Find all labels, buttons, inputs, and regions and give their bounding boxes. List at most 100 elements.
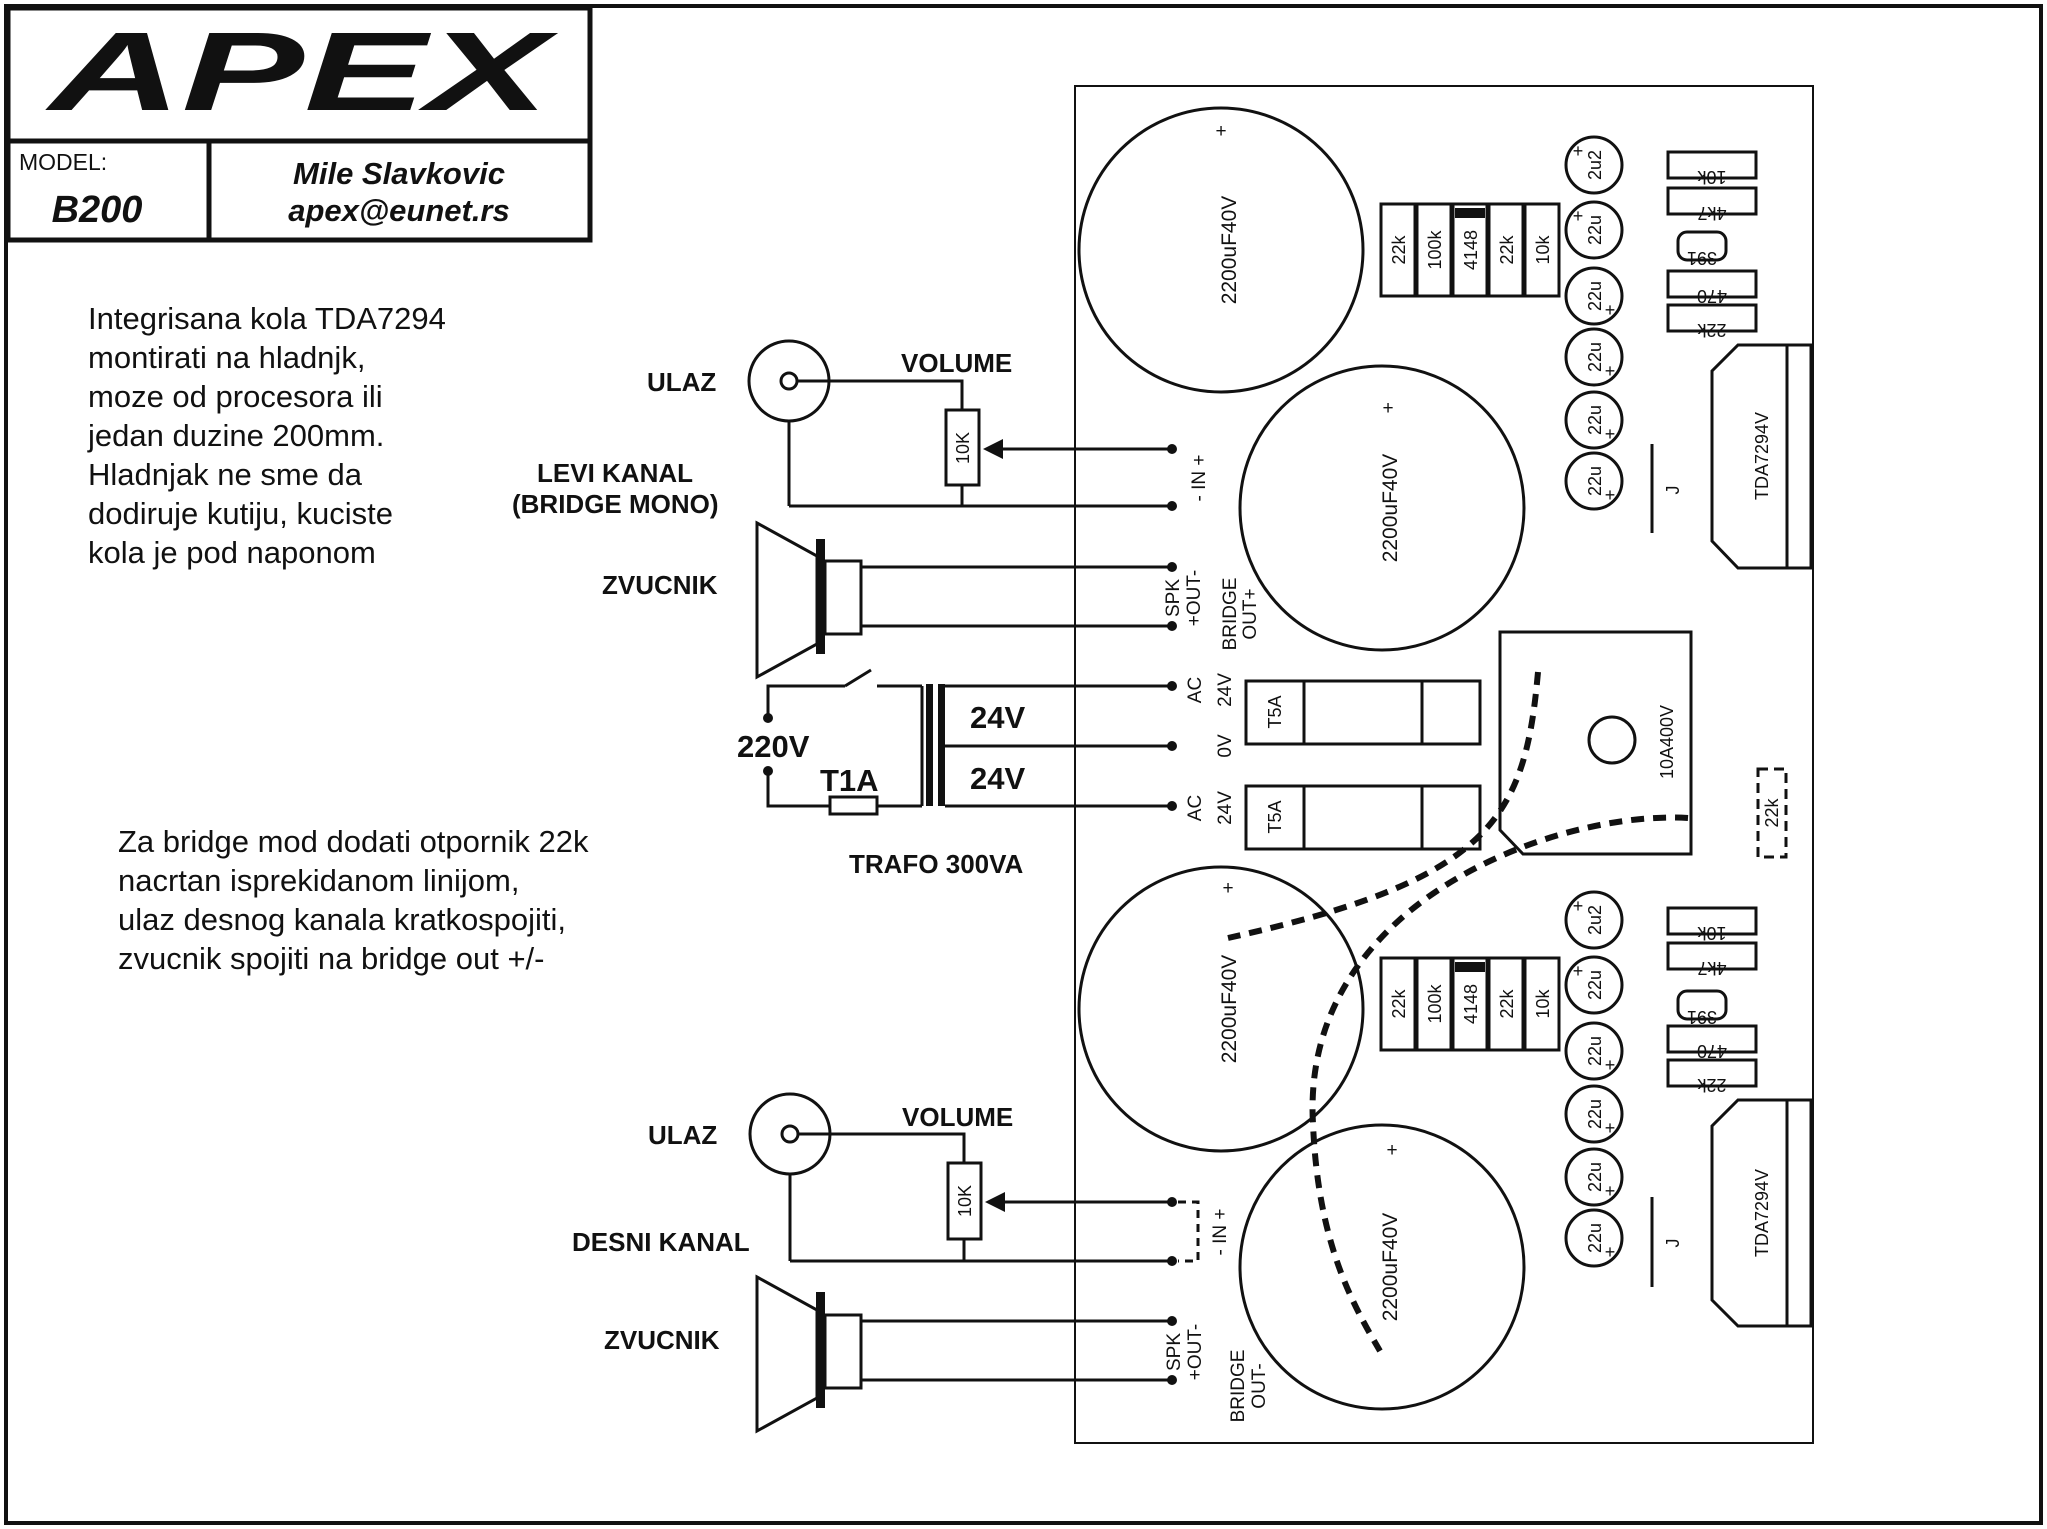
left-pot-value: 10K (953, 432, 973, 464)
svg-text:2200uF40V: 2200uF40V (1379, 1213, 1402, 1322)
svg-text:+: + (1386, 1140, 1397, 1161)
resistor-body (1487, 202, 1525, 298)
small-cap-value: 2u2 (1585, 905, 1605, 935)
author-email: apex@eunet.rs (288, 193, 509, 228)
model-label: MODEL: (19, 149, 107, 175)
title-block: APEX MODEL: B200 Mile Slavkovic apex@eun… (5, 5, 593, 243)
resistor-value: 22k (1497, 234, 1517, 264)
resistor-value: 22k (1389, 988, 1409, 1018)
big-capacitor-4: 2200uF40V + (1238, 1123, 1526, 1411)
left-in-label: - IN + (1189, 455, 1210, 502)
heatsink-note-line: dodiruje kutiju, kuciste (88, 496, 393, 531)
right-volume-label: VOLUME (902, 1102, 1013, 1132)
right-in-label: - IN + (1210, 1209, 1231, 1256)
bridge-wire-1 (1227, 671, 1541, 941)
left-volume-label: VOLUME (901, 348, 1012, 378)
board-fuse-top: T5A (1244, 679, 1482, 746)
resistor-value: 22k (1389, 234, 1409, 264)
small-cap-value: 22u (1585, 1223, 1605, 1253)
polarity-mark: + (1573, 896, 1584, 916)
bridge-wire-2 (1309, 814, 1689, 1353)
diode-band (1455, 962, 1485, 972)
small-capacitor (1564, 890, 1624, 950)
small-capacitor (1564, 1021, 1624, 1081)
small-capacitor (1564, 390, 1624, 450)
mains-fuse-label: T1A (820, 763, 879, 798)
resistor-part (1666, 269, 1758, 299)
heatsink-note-line: jedan duzine 200mm. (88, 418, 385, 453)
svg-text:2200uF40V: 2200uF40V (1379, 454, 1402, 563)
resistor-body (1379, 202, 1417, 298)
bridge-mode-note: Za bridge mod dodati otpornik 22k nacrta… (118, 822, 588, 978)
part-value: 391 (1687, 248, 1717, 268)
zero-volt-label: 0V (1215, 734, 1236, 758)
volume-pot-icon (946, 1161, 983, 1241)
small-cap-value: 22u (1585, 1162, 1605, 1192)
left-channel-sublabel: (BRIDGE MONO) (512, 489, 719, 519)
resistor-part (1666, 303, 1758, 333)
transformer-wiring (763, 668, 1177, 816)
bridge-mode-resistor: 22k (1756, 767, 1788, 859)
pcb-outline (1074, 85, 1814, 1444)
resistor-body (1523, 202, 1561, 298)
big-capacitor-3: 2200uF40V + (1077, 865, 1365, 1153)
ac-top-volt-label: 24V (1215, 673, 1236, 707)
transistor-part (1676, 989, 1728, 1021)
resistor-part (1666, 941, 1758, 971)
ic-bottom: TDA7294V J (1650, 1098, 1813, 1328)
svg-text:J: J (1663, 1239, 1683, 1248)
polarity-mark: + (1605, 424, 1616, 444)
left-channel-wiring (747, 339, 1177, 680)
resistor-part (1666, 1058, 1758, 1088)
ic-top: TDA7294V J (1650, 343, 1813, 570)
small-capacitor (1564, 1084, 1624, 1144)
left-spk-label: SPK (1163, 579, 1184, 617)
speaker-icon (755, 1274, 863, 1434)
small-cap-value: 2u2 (1585, 150, 1605, 180)
big-capacitor-2: 2200uF40V + (1238, 364, 1526, 652)
left-input-label: ULAZ (647, 367, 716, 397)
part-value: 4k7 (1697, 958, 1726, 978)
svg-text:2200uF40V: 2200uF40V (1218, 196, 1241, 305)
heatsink-note-line: Hladnjak ne sme da (88, 457, 362, 492)
right-spk-label: SPK (1164, 1333, 1185, 1371)
small-capacitor (1564, 1208, 1624, 1268)
left-channel-label: LEVI KANAL (537, 458, 693, 488)
small-cap-value: 22u (1585, 1036, 1605, 1066)
resistor-value: 4148 (1461, 984, 1481, 1024)
svg-text:T5A: T5A (1265, 695, 1285, 728)
heatsink-note: Integrisana kola TDA7294 montirati na hl… (88, 299, 446, 572)
resistor-value: 22k (1497, 988, 1517, 1018)
small-cap-value: 22u (1585, 215, 1605, 245)
ac-bottom-label: AC (1185, 795, 1206, 821)
small-capacitor (1564, 200, 1624, 260)
svg-text:T5A: T5A (1265, 800, 1285, 833)
transformer-label: TRAFO 300VA (849, 849, 1024, 879)
bridge-note-line: ulaz desnog kanala kratkospojiti, (118, 902, 567, 937)
polarity-mark: + (1573, 141, 1584, 161)
small-capacitor (1564, 955, 1624, 1015)
small-capacitor (1564, 451, 1624, 511)
author-name: Mile Slavkovic (293, 156, 505, 191)
brand-logo: APEX (44, 9, 559, 134)
svg-text:22k: 22k (1762, 797, 1782, 827)
small-caps-bottom: 2u2+22u+22u+22u+22u+22u+ (1564, 890, 1624, 1268)
small-capacitor (1564, 327, 1624, 387)
resistor-body (1523, 956, 1561, 1052)
heatsink-note-line: kola je pod naponom (88, 535, 376, 570)
part-value: 4k7 (1697, 203, 1726, 223)
svg-text:TDA7294V: TDA7294V (1752, 412, 1772, 500)
part-value: 22k (1696, 320, 1726, 340)
right-channel-wiring (748, 1092, 1200, 1434)
right-bridge-out-label: OUT- (1249, 1363, 1270, 1408)
right-speaker-label: ZVUCNIK (604, 1325, 720, 1355)
polarity-mark: + (1573, 206, 1584, 226)
bridge-note-line: nacrtan isprekidanom linijom, (118, 863, 520, 898)
polarity-mark: + (1605, 300, 1616, 320)
transformer-core-icon (926, 684, 933, 806)
model-value: B200 (52, 189, 143, 231)
right-channel-label: DESNI KANAL (572, 1227, 750, 1257)
resistor-body (1451, 202, 1489, 298)
